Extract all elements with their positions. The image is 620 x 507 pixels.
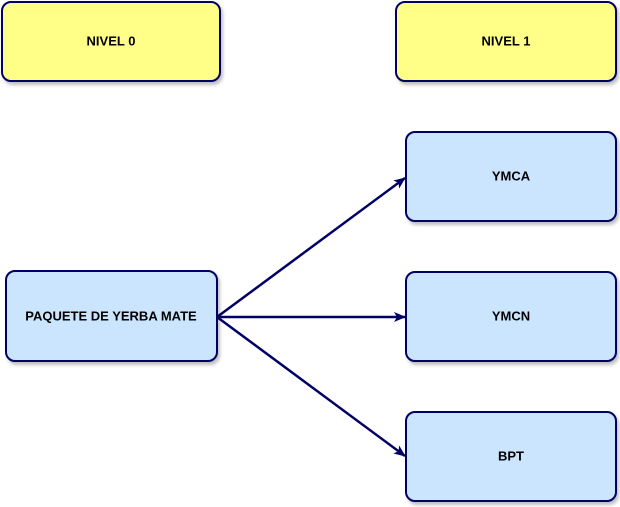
level-header-0-label: NIVEL 0 xyxy=(87,33,136,48)
node-ymca-label: YMCA xyxy=(492,168,531,183)
node-bpt-label: BPT xyxy=(498,448,524,463)
edge-root-to-bpt xyxy=(216,315,406,458)
level-header-0[interactable]: NIVEL 0 xyxy=(1,1,221,82)
node-root[interactable]: PAQUETE DE YERBA MATE xyxy=(5,270,218,362)
node-root-label: PAQUETE DE YERBA MATE xyxy=(25,308,197,323)
node-ymca[interactable]: YMCA xyxy=(405,131,617,222)
level-header-1[interactable]: NIVEL 1 xyxy=(395,1,617,82)
edges xyxy=(216,176,406,458)
node-ymcn-label: YMCN xyxy=(492,308,530,323)
edge-root-to-ymca xyxy=(216,176,406,319)
node-ymcn[interactable]: YMCN xyxy=(405,271,617,362)
level-header-1-label: NIVEL 1 xyxy=(482,33,531,48)
node-bpt[interactable]: BPT xyxy=(405,411,617,502)
